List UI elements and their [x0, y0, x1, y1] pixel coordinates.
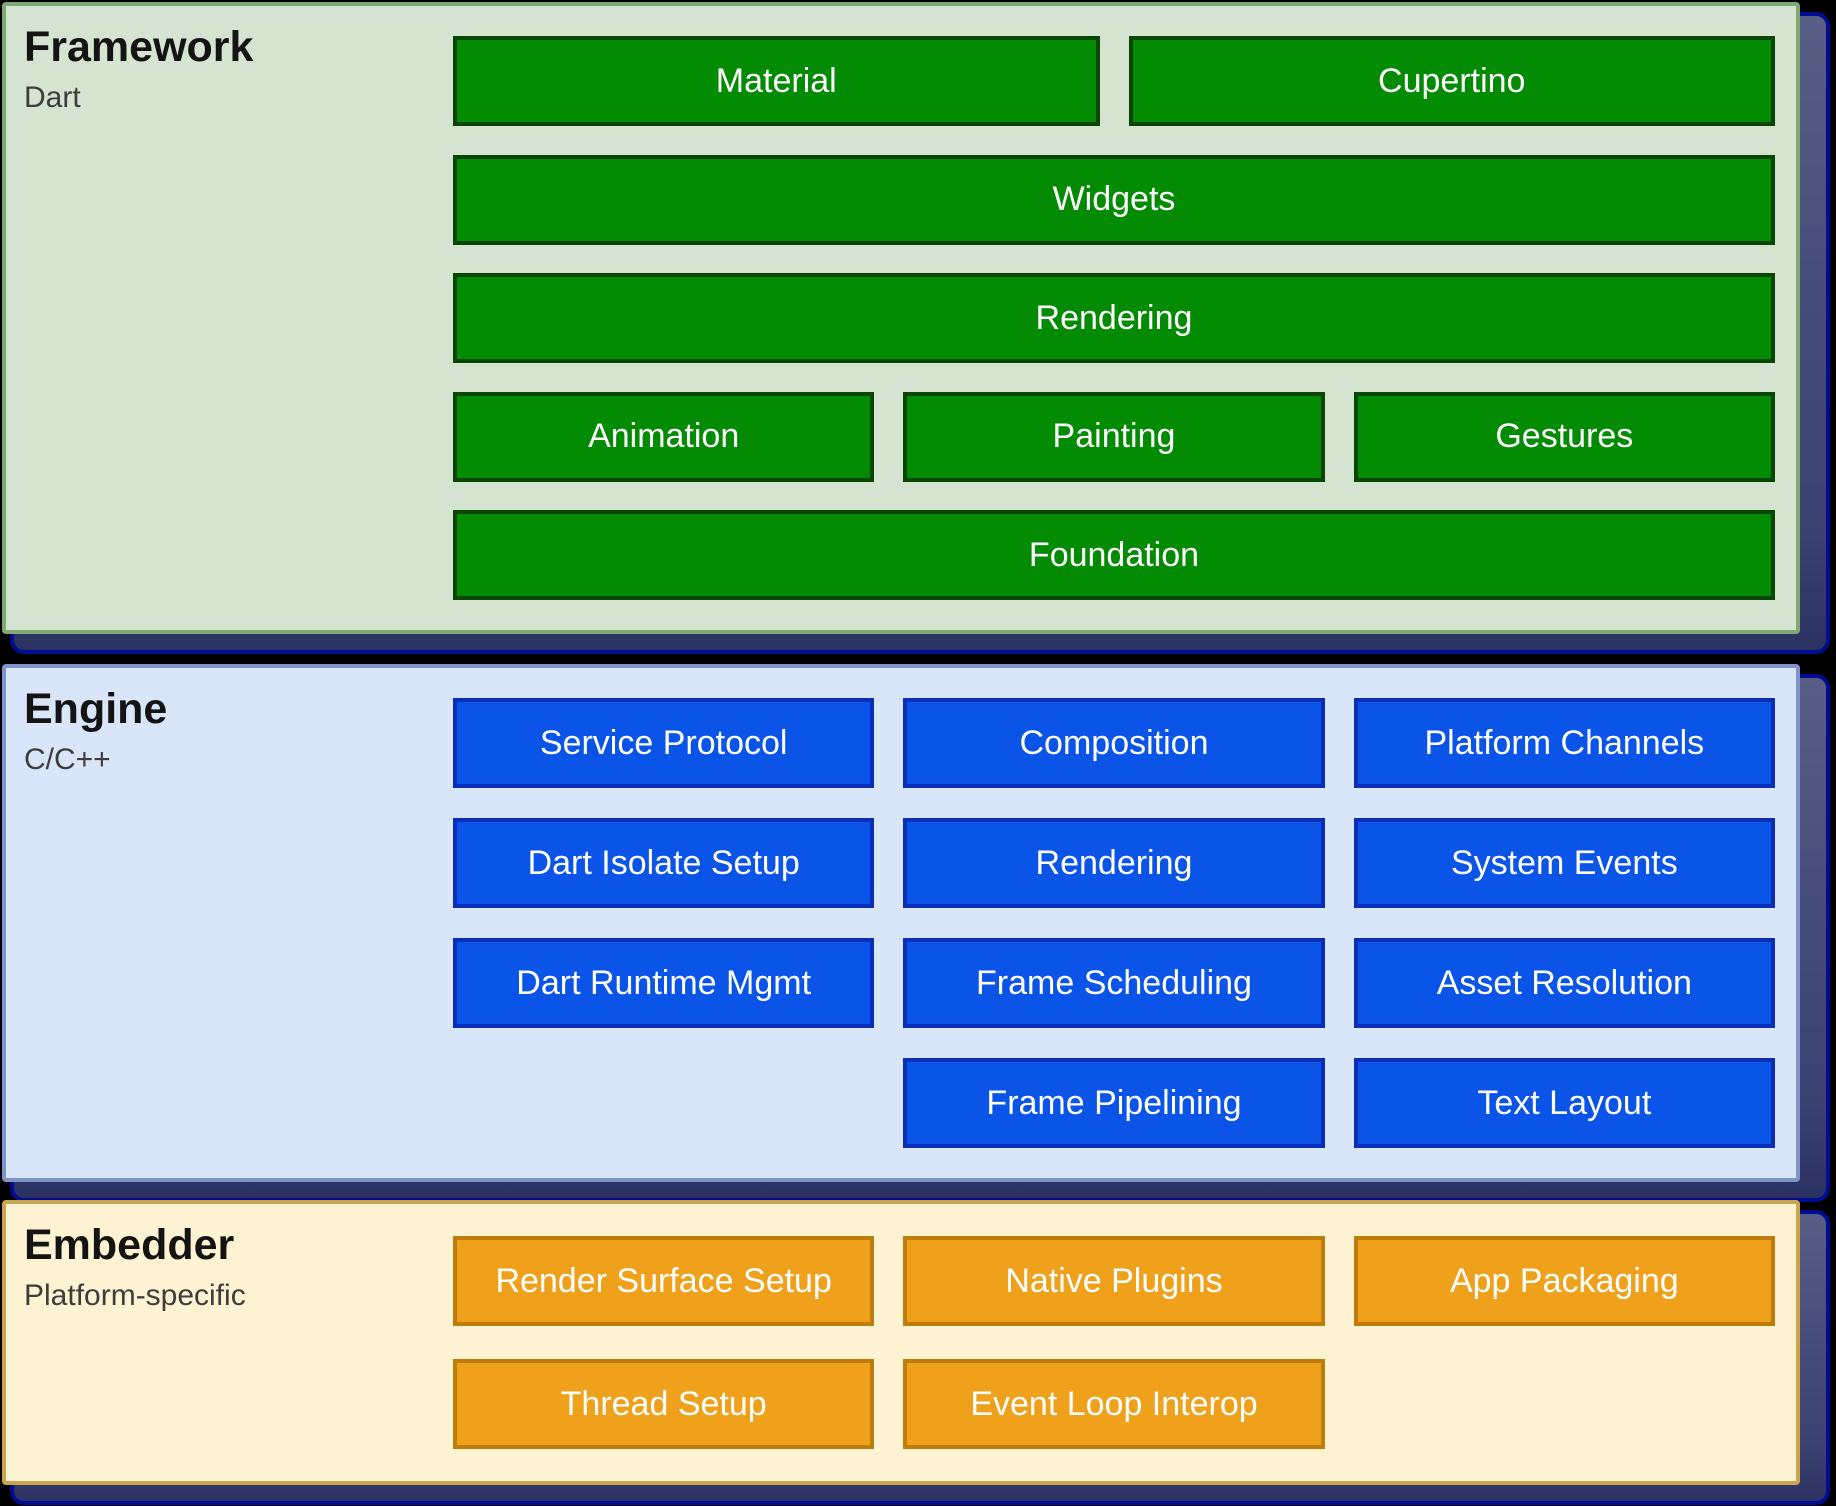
framework-row-1: Material Cupertino	[453, 36, 1775, 126]
box-rendering-engine: Rendering	[903, 818, 1325, 908]
engine-row-4-spacer	[453, 1058, 874, 1148]
box-widgets: Widgets	[453, 154, 1775, 245]
embedder-row-2: Thread Setup Event Loop Interop	[453, 1359, 1775, 1449]
box-asset-resolution: Asset Resolution	[1353, 938, 1775, 1028]
box-system-events: System Events	[1353, 818, 1775, 908]
engine-row-2: Dart Isolate Setup Rendering System Even…	[453, 818, 1775, 908]
embedder-subtitle: Platform-specific	[24, 1278, 246, 1312]
box-event-loop-interop: Event Loop Interop	[903, 1359, 1325, 1449]
engine-card: Engine C/C++ Service Protocol Compositio…	[2, 664, 1800, 1182]
box-dart-isolate-setup: Dart Isolate Setup	[453, 818, 875, 908]
box-app-packaging: App Packaging	[1353, 1236, 1775, 1326]
framework-subtitle: Dart	[24, 80, 81, 114]
engine-subtitle: C/C++	[24, 742, 111, 776]
box-dart-runtime-mgmt: Dart Runtime Mgmt	[453, 938, 875, 1028]
engine-label-column: Engine C/C++	[6, 668, 453, 1178]
framework-row-3: Rendering	[453, 273, 1775, 363]
box-cupertino: Cupertino	[1128, 36, 1775, 126]
framework-card: Framework Dart Material Cupertino Widget…	[2, 2, 1800, 634]
box-service-protocol: Service Protocol	[453, 698, 875, 788]
framework-row-5: Foundation	[453, 510, 1775, 600]
engine-row-3: Dart Runtime Mgmt Frame Scheduling Asset…	[453, 938, 1775, 1028]
box-platform-channels: Platform Channels	[1353, 698, 1775, 788]
embedder-row-2-spacer	[1354, 1359, 1775, 1449]
engine-boxes: Service Protocol Composition Platform Ch…	[453, 668, 1775, 1178]
box-render-surface-setup: Render Surface Setup	[453, 1236, 875, 1326]
framework-layer: Framework Dart Material Cupertino Widget…	[2, 2, 1830, 654]
framework-boxes: Material Cupertino Widgets Rendering Ani…	[453, 6, 1775, 630]
box-material: Material	[453, 36, 1100, 126]
framework-row-2: Widgets	[453, 154, 1775, 245]
engine-title: Engine	[24, 685, 168, 733]
framework-row-4: Animation Painting Gestures	[453, 391, 1775, 482]
embedder-layer: Embedder Platform-specific Render Surfac…	[2, 1200, 1830, 1505]
embedder-row-1: Render Surface Setup Native Plugins App …	[453, 1236, 1775, 1326]
box-foundation: Foundation	[453, 510, 1775, 600]
box-rendering-framework: Rendering	[453, 273, 1775, 363]
embedder-title: Embedder	[24, 1221, 235, 1269]
engine-layer: Engine C/C++ Service Protocol Compositio…	[2, 664, 1830, 1202]
framework-label-column: Framework Dart	[6, 6, 453, 630]
box-native-plugins: Native Plugins	[903, 1236, 1325, 1326]
framework-title: Framework	[24, 23, 254, 71]
box-composition: Composition	[903, 698, 1325, 788]
embedder-label-column: Embedder Platform-specific	[6, 1204, 453, 1481]
box-painting: Painting	[903, 391, 1325, 482]
box-animation: Animation	[453, 391, 875, 482]
engine-row-4: Frame Pipelining Text Layout	[453, 1058, 1775, 1148]
engine-row-1: Service Protocol Composition Platform Ch…	[453, 698, 1775, 788]
box-gestures: Gestures	[1353, 391, 1775, 482]
box-text-layout: Text Layout	[1353, 1058, 1775, 1148]
embedder-boxes: Render Surface Setup Native Plugins App …	[453, 1204, 1775, 1481]
box-frame-scheduling: Frame Scheduling	[903, 938, 1325, 1028]
box-frame-pipelining: Frame Pipelining	[903, 1058, 1325, 1148]
box-thread-setup: Thread Setup	[453, 1359, 875, 1449]
embedder-card: Embedder Platform-specific Render Surfac…	[2, 1200, 1800, 1485]
